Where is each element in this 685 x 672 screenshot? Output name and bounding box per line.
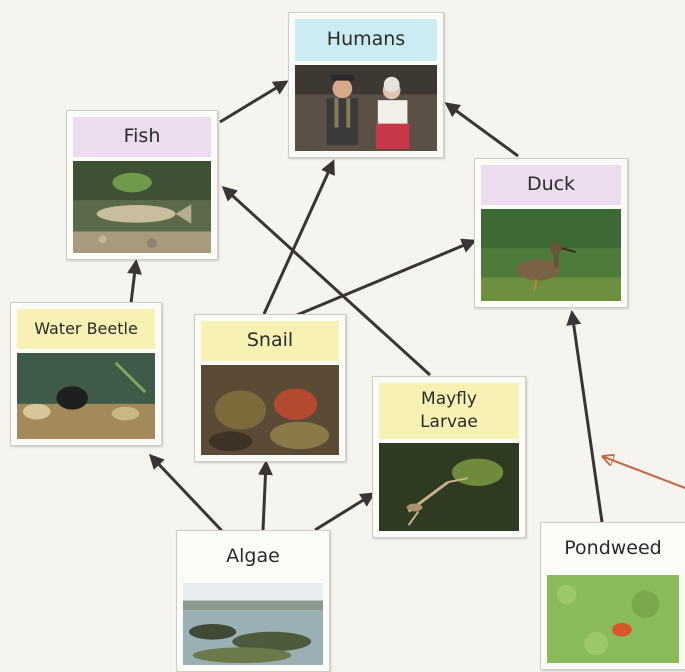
card-pondweed: Pondweed: [540, 522, 685, 670]
card-duck: Duck: [474, 158, 628, 308]
photo-algae: [183, 583, 323, 665]
arrow-duck-to-humans: [447, 104, 518, 156]
photo-humans: [295, 65, 437, 151]
card-fish: Fish: [66, 110, 218, 260]
arrow-offpage-highlight: [604, 457, 685, 488]
arrow-algae-to-snail: [263, 463, 266, 530]
label-pondweed: Pondweed: [547, 529, 679, 569]
label-humans: Humans: [295, 19, 437, 61]
photo-fish: [73, 161, 211, 253]
arrow-algae-to-mayfly: [315, 494, 373, 530]
label-snail: Snail: [201, 321, 339, 361]
photo-water-beetle: [17, 353, 155, 439]
label-fish: Fish: [73, 117, 211, 157]
arrow-fish-to-humans: [220, 82, 286, 122]
photo-mayfly-larvae: [379, 443, 519, 531]
arrow-snail-to-humans: [264, 162, 333, 314]
arrow-pondweed-to-duck: [572, 313, 602, 522]
label-mayfly-line1: Mayfly: [421, 388, 477, 411]
card-humans: Humans: [288, 12, 444, 158]
card-water-beetle: Water Beetle: [10, 302, 162, 446]
card-algae: Algae: [176, 530, 330, 672]
card-mayfly-larvae: Mayfly Larvae: [372, 376, 526, 538]
label-algae: Algae: [183, 537, 323, 577]
photo-duck: [481, 209, 621, 301]
label-mayfly-larvae: Mayfly Larvae: [379, 383, 519, 439]
label-duck: Duck: [481, 165, 621, 205]
card-snail: Snail: [194, 314, 346, 462]
arrow-beetle-to-fish: [131, 262, 136, 303]
photo-pondweed: [547, 575, 679, 663]
arrow-algae-to-beetle: [151, 456, 223, 532]
label-mayfly-line2: Larvae: [420, 411, 478, 434]
photo-snail: [201, 365, 339, 455]
label-water-beetle: Water Beetle: [17, 309, 155, 349]
